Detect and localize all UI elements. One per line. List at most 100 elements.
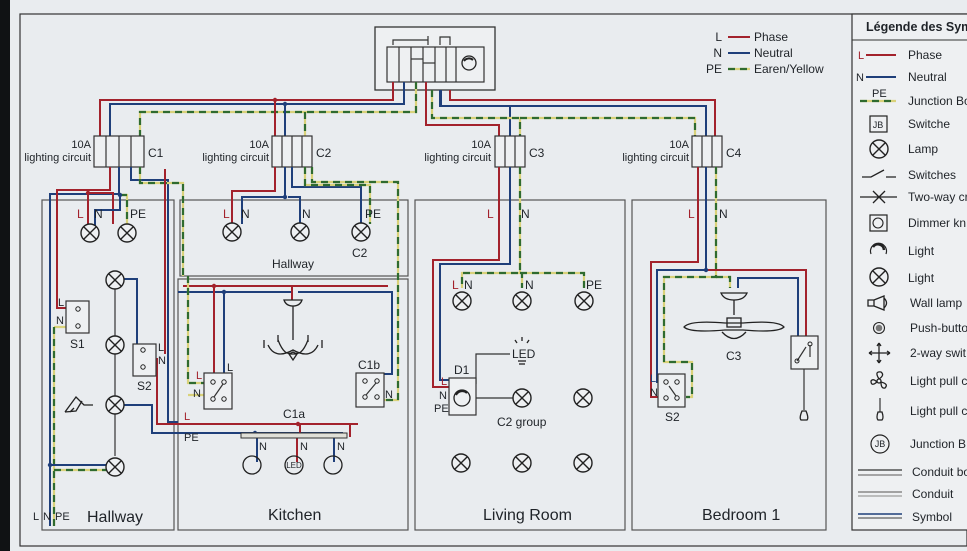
two-way-cross-icon	[860, 190, 897, 204]
wire-label-n: N	[719, 207, 728, 221]
legend-label: Conduit	[912, 487, 954, 501]
wire-key-code: N	[713, 46, 722, 60]
wire-label-pe: PE	[365, 207, 381, 221]
breaker-circuit: lighting circuit	[622, 152, 689, 164]
wire-key-label: Phase	[754, 30, 788, 44]
breaker-rating: 10A	[71, 139, 91, 151]
wire-label-l: L	[452, 278, 459, 292]
breaker-id: C4	[726, 146, 742, 160]
lamp-icon	[105, 457, 125, 477]
wire-key-label: Earen/Yellow	[754, 62, 824, 76]
wire-label-l: L	[184, 411, 190, 423]
switch-terminal-l: L	[158, 342, 164, 354]
room-box-hallway-left	[41, 199, 175, 531]
wire-label-n: N	[337, 441, 345, 453]
lamp-icon	[452, 291, 472, 311]
dimmer-terminal-l: L	[441, 376, 447, 388]
fan-label-c3: C3	[726, 349, 742, 363]
switch-kitchen[interactable]	[203, 372, 233, 410]
breaker-id: C1	[148, 146, 164, 160]
kitchen-symbols	[203, 299, 385, 475]
wire-key-code: PE	[706, 62, 722, 76]
room-box-kitchen	[177, 278, 409, 531]
bedroom-wiring	[650, 167, 819, 421]
legend-code: JB	[873, 120, 884, 130]
wall-lamp-icon	[867, 295, 888, 311]
legend-label: Wall lamp	[910, 296, 963, 310]
junction-circle-icon	[870, 434, 890, 454]
breaker-rating: 10A	[669, 139, 689, 151]
legend-panel: Légende des Symb L Phase N Neutral PE Ju…	[851, 13, 967, 531]
switch-label-s2: S2	[665, 410, 680, 424]
lamp-icon	[80, 223, 100, 243]
breaker-circuit: lighting circuit	[202, 152, 269, 164]
legend-label: Junction Bo	[908, 94, 967, 108]
lamp-icon	[290, 222, 310, 242]
wire-label-pe: PE	[130, 207, 146, 221]
room-name-living-room: Living Room	[483, 507, 572, 524]
legend-label: Light pull c	[910, 404, 967, 418]
wire-label-n: N	[302, 207, 311, 221]
legend-label: Switches	[908, 168, 956, 182]
lamp-icon	[451, 453, 471, 473]
switch-terminal-l: L	[58, 297, 64, 309]
lamp-icon	[869, 139, 889, 159]
breaker-c3: 10A lighting circuit C3	[424, 135, 545, 168]
legend-label: Two-way cr	[908, 190, 967, 204]
hallway-top-labels: L N N PE C2 Hallway	[223, 207, 381, 271]
lamp-icon	[869, 267, 889, 287]
wire-key: L Phase N Neutral PE Earen/Yellow	[706, 30, 824, 76]
lamp-icon	[512, 291, 532, 311]
legend-label: Light	[908, 244, 935, 258]
wire-label-l: L	[487, 207, 494, 221]
lamp-icon	[573, 388, 593, 408]
chandelier-icon	[263, 299, 323, 362]
pull-cord-icon	[799, 410, 809, 421]
switch-terminal-l: L	[196, 370, 202, 382]
legend-label: Light	[908, 271, 935, 285]
light-track-c1a	[240, 432, 348, 439]
lamp-icon	[573, 453, 593, 473]
wire-label-n: N	[259, 441, 267, 453]
room-name-bedroom1: Bedroom 1	[702, 507, 780, 524]
switch-icon	[862, 169, 896, 178]
hallway-left-labels: L N PE L N S1 L N S2 L N PE Hallway	[33, 207, 166, 526]
wire-label-n: N	[43, 511, 51, 523]
lamp-icon	[512, 453, 532, 473]
legend-label: Lamp	[908, 142, 938, 156]
dimmer-knob-icon	[869, 214, 888, 232]
switch-label-s2: S2	[137, 379, 152, 393]
dimmer-knob-icon	[453, 389, 471, 407]
wire-label-l: L	[223, 207, 230, 221]
wire-label-l: L	[33, 511, 39, 523]
breaker-c2: 10A lighting circuit C2	[202, 135, 332, 168]
drawing-frame	[19, 13, 967, 547]
switch-s2[interactable]	[132, 343, 157, 377]
room-name-kitchen: Kitchen	[268, 507, 321, 524]
legend-code: JB	[875, 439, 886, 449]
dimmer-knob-icon	[461, 55, 477, 71]
dimmer-d1[interactable]	[448, 377, 477, 416]
fan-icon	[870, 371, 887, 389]
legend-label: Neutral	[908, 70, 947, 84]
switch-s1[interactable]	[65, 300, 90, 334]
legend-label: Switche	[908, 117, 950, 131]
two-way-arrows-icon	[868, 342, 891, 364]
pull-cord-switch[interactable]	[790, 335, 819, 370]
lamp-icon	[351, 222, 371, 242]
group-label-c2: C2 group	[497, 415, 547, 429]
breaker-id: C3	[529, 146, 545, 160]
lamp-icon	[323, 455, 343, 475]
switch-label-s1: S1	[70, 337, 85, 351]
wire-label-n: N	[241, 207, 250, 221]
room-name-hallway: Hallway	[87, 509, 143, 526]
bedroom-labels: L N C3 L N S2 Bedroom 1	[650, 207, 780, 524]
wire-key-label: Neutral	[754, 46, 793, 60]
wire-label-l: L	[77, 207, 84, 221]
switch-terminal-n: N	[193, 388, 201, 400]
legend-title: Légende des Symb	[866, 20, 967, 34]
legend-label: 2-way swit	[910, 346, 967, 360]
wire-label-n: N	[464, 278, 473, 292]
breaker-rating: 10A	[471, 139, 491, 151]
breaker-rating: 10A	[249, 139, 269, 151]
